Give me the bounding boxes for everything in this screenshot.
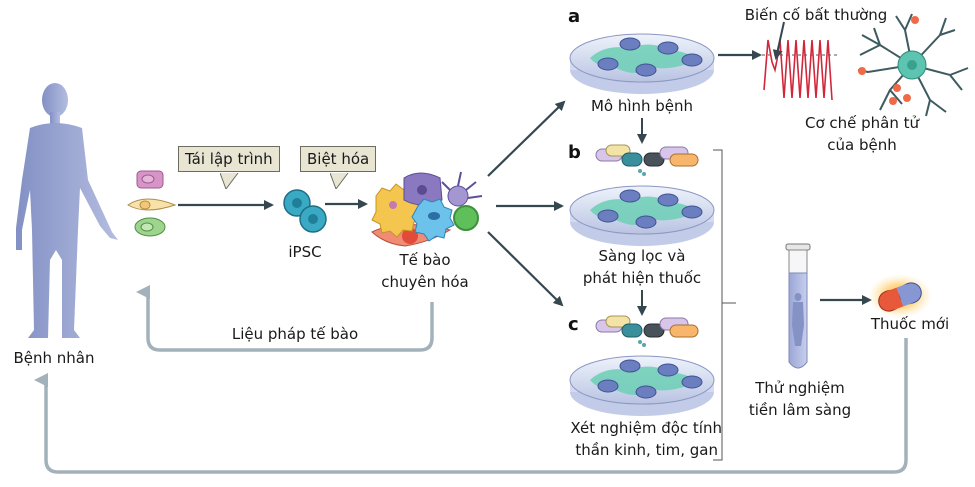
differentiation-label: Biệt hóa	[307, 150, 370, 168]
molecular-mechanism-label-line2: của bệnh	[827, 136, 897, 154]
disease-model-label: Mô hình bệnh	[590, 97, 694, 115]
arrow-to-toxicity-testing	[487, 231, 564, 307]
patient-cells-icon	[127, 170, 177, 237]
drug-capsules-b-icon	[595, 144, 699, 176]
panel-letter-a: a	[568, 6, 581, 27]
patient-silhouette-icon	[16, 83, 118, 338]
molecular-mechanism-label-line1: Cơ chế phân tử	[804, 114, 920, 132]
petri-dish-c-icon	[569, 355, 715, 416]
ipsc-label: iPSC	[288, 243, 322, 261]
reprogramming-callout: Tái lập trình	[178, 146, 280, 172]
cell-therapy-loop-arrow	[136, 285, 434, 352]
toxicity-testing-label-line1: Xét nghiệm độc tính	[570, 419, 722, 437]
differentiation-callout-pointer	[330, 173, 349, 189]
new-drug-label: Thuốc mới	[870, 315, 950, 333]
ipsc-cells-icon	[283, 189, 327, 233]
patient-label: Bệnh nhân	[13, 349, 95, 367]
new-drug-capsule-icon	[868, 274, 932, 318]
abnormal-event-label: Biến cố bất thường	[744, 6, 888, 24]
drug-screening-label-line2: phát hiện thuốc	[582, 269, 702, 287]
specialized-cells-label-line1: Tế bào	[399, 251, 451, 269]
action-potential-trace-icon	[762, 21, 840, 101]
petri-dish-b-icon	[569, 185, 715, 246]
drug-capsules-c-icon	[595, 315, 699, 347]
drug-screening-label-line1: Sàng lọc và	[598, 247, 686, 265]
toxicity-testing-label-line2: thần kinh, tim, gan	[575, 441, 718, 459]
neuron-body-icon	[858, 16, 927, 105]
specialized-cells-label-line2: chuyên hóa	[381, 273, 469, 291]
preclinical-label-line1: Thử nghiệm	[755, 379, 845, 397]
new-drug-return-loop-arrow	[34, 338, 908, 474]
differentiation-callout: Biệt hóa	[300, 146, 377, 172]
preclinical-label-line2: tiền lâm sàng	[748, 401, 852, 419]
specialized-cells-icon	[371, 171, 483, 247]
test-tube-icon	[785, 243, 811, 369]
cell-therapy-label: Liệu pháp tế bào	[231, 325, 359, 343]
arrow-to-disease-model	[487, 100, 566, 177]
screening-bracket	[713, 149, 723, 461]
reprogramming-callout-pointer	[220, 173, 239, 189]
petri-dish-a-icon	[569, 33, 715, 94]
panel-letter-c: c	[568, 314, 579, 335]
reprogramming-label: Tái lập trình	[185, 150, 273, 168]
panel-letter-b: b	[568, 142, 581, 163]
